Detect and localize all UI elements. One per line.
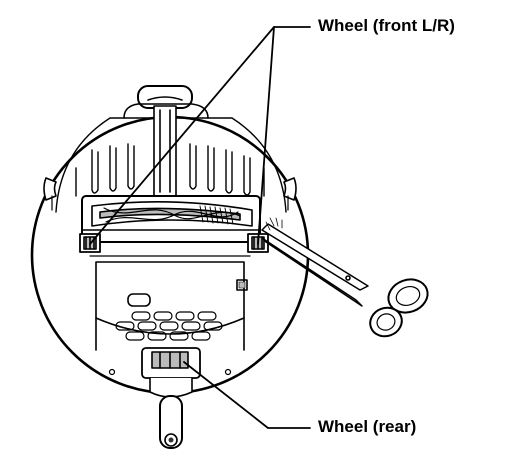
rear-wheel-label: Wheel (rear)	[318, 417, 417, 436]
screws	[108, 368, 232, 376]
stand-pole	[159, 395, 183, 449]
main-brush	[81, 195, 261, 243]
lower-panel	[89, 255, 251, 351]
top-handle	[123, 85, 209, 197]
rib-slots	[75, 143, 265, 197]
vent-slots	[115, 311, 223, 341]
scissors-icon	[261, 217, 429, 338]
callout-leader-rear	[183, 361, 311, 429]
front-wheels-label: Wheel (front L/R)	[318, 16, 455, 35]
callout-leader-front	[89, 26, 311, 245]
rear-wheel	[141, 347, 201, 398]
